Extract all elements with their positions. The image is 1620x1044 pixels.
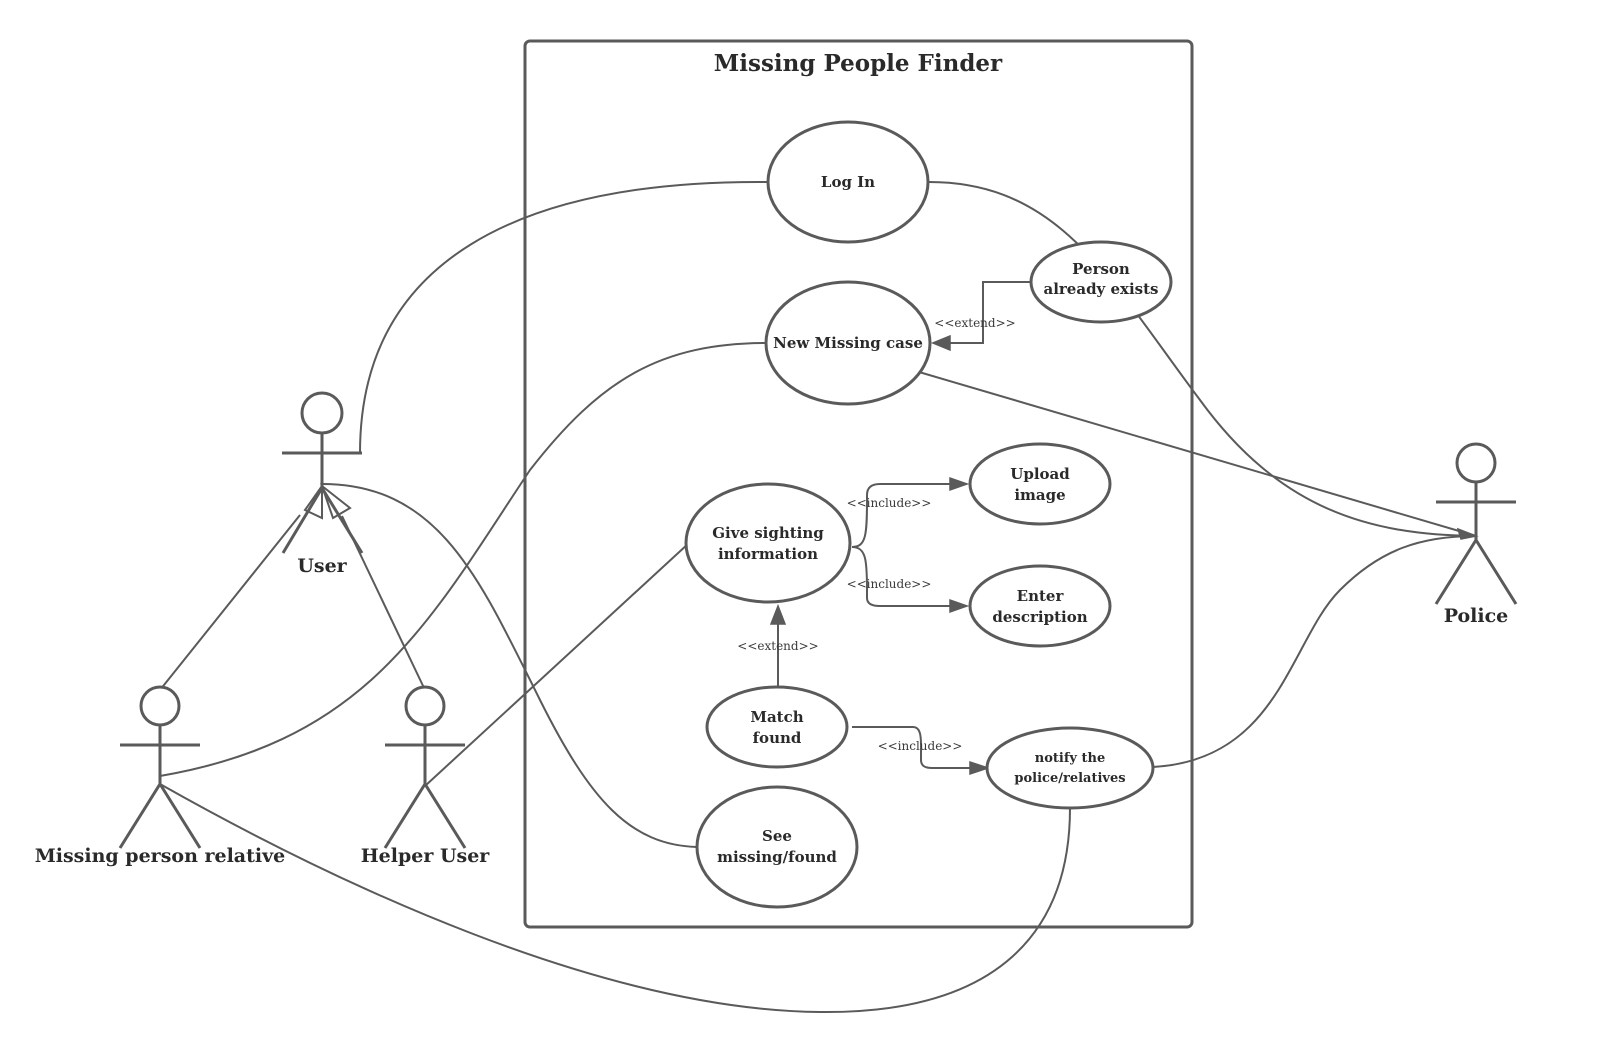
usecase-person-already-exists-line1: Person [1072, 260, 1130, 278]
actor-user[interactable]: User [281, 391, 364, 577]
actor-police-head [1455, 442, 1497, 484]
include-notify-label: <<include>> [878, 739, 963, 753]
assoc-notify-police [1152, 535, 1477, 768]
usecase-see-missing-found-line2: missing/found [717, 848, 837, 866]
assoc-user-see [321, 483, 698, 848]
extend-match-arrow [769, 603, 787, 625]
police-arrowhead [1456, 527, 1479, 540]
include-upload-line [851, 483, 955, 548]
usecase-upload-image-line2: image [1014, 486, 1065, 504]
include-enter-line [851, 546, 955, 607]
actor-user-label: User [297, 555, 347, 577]
usecase-person-already-exists-line2: already exists [1043, 280, 1158, 298]
include-upload-label: <<include>> [847, 496, 932, 510]
include-notify-arrow [969, 760, 991, 776]
system-title: Missing People Finder [714, 50, 1003, 77]
assoc-relative-notify [159, 783, 1071, 1014]
actor-police-label: Police [1444, 605, 1509, 627]
usecase-notify-police-relatives[interactable]: notify the police/relatives [985, 726, 1155, 810]
actor-helper-user[interactable]: Helper User [361, 685, 491, 867]
actor-helper-label: Helper User [361, 845, 491, 867]
usecase-give-sighting-information[interactable]: Give sighting information [684, 482, 852, 604]
usecase-person-already-exists[interactable]: Person already exists [1029, 240, 1173, 324]
usecase-see-missing-found[interactable]: See missing/found [695, 785, 859, 909]
usecase-login[interactable]: Log In [766, 120, 930, 244]
system-boundary [523, 39, 1194, 929]
usecase-new-missing-case[interactable]: New Missing case [764, 280, 932, 406]
usecase-enter-description-line2: description [992, 608, 1087, 626]
assoc-relative-newcase [159, 342, 768, 777]
usecase-give-sighting-line1: Give sighting [712, 524, 824, 542]
include-enter-label: <<include>> [847, 577, 932, 591]
usecase-match-found[interactable]: Match found [705, 685, 849, 769]
usecase-enter-description[interactable]: Enter description [968, 564, 1112, 648]
extend-match-label: <<extend>> [737, 639, 818, 653]
usecase-match-found-line2: found [753, 729, 802, 747]
actor-relative-label: Missing person relative [35, 845, 286, 867]
actor-relative-head [139, 685, 181, 727]
actor-user-head [300, 391, 344, 435]
assoc-helper-sighting [424, 542, 690, 787]
include-enter-arrow [949, 598, 970, 614]
usecase-upload-image[interactable]: Upload image [968, 442, 1112, 526]
usecase-enter-description-line1: Enter [1017, 587, 1065, 605]
include-notify-line [852, 726, 975, 769]
gen-arrow-helper [319, 483, 352, 520]
usecase-match-found-line1: Match [750, 708, 803, 726]
assoc-newcase-police [918, 371, 1477, 537]
extend-person-arrow [931, 334, 951, 352]
assoc-login-police [928, 181, 1477, 537]
usecase-notify-line1: notify the [1035, 751, 1105, 766]
usecase-new-missing-case-label: New Missing case [773, 334, 923, 352]
actor-helper-head [404, 685, 446, 727]
include-upload-arrow [949, 476, 970, 492]
usecase-notify-line2: police/relatives [1014, 771, 1125, 786]
actor-missing-person-relative[interactable]: Missing person relative [35, 685, 286, 867]
extend-person-label: <<extend>> [934, 316, 1015, 330]
gen-relative-user [159, 514, 301, 691]
usecase-give-sighting-line2: information [718, 545, 818, 563]
actor-police[interactable]: Police [1434, 442, 1518, 627]
usecase-see-missing-found-line1: See [762, 827, 792, 845]
usecase-login-label: Log In [821, 173, 875, 191]
extend-person-line [935, 281, 1032, 344]
assoc-user-login [359, 180, 768, 454]
usecase-upload-image-line1: Upload [1010, 465, 1070, 483]
